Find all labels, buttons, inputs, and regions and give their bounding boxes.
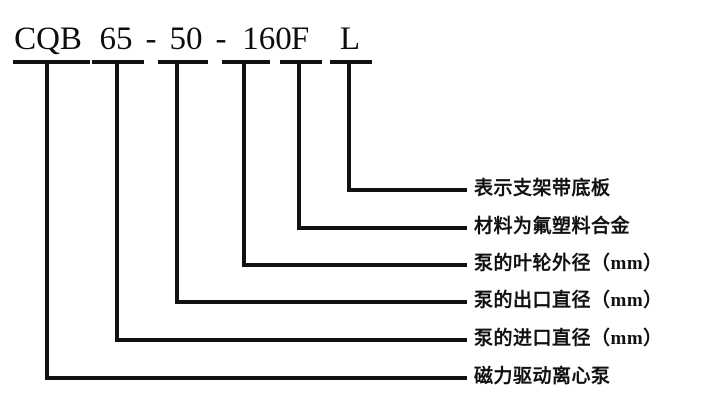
model-separator-2: - — [215, 21, 227, 57]
underline-bar-f — [280, 60, 322, 64]
model-code-row: CQB 65 - 50 - 160 F L — [0, 18, 704, 60]
leader-horizontal-l — [347, 188, 467, 192]
leader-horizontal-f — [297, 226, 467, 230]
model-separator-1: - — [145, 21, 157, 57]
leader-vertical-65 — [115, 60, 119, 342]
leader-vertical-160 — [242, 60, 246, 267]
label-pump-outlet-diameter: 泵的出口直径（mm） — [474, 290, 663, 311]
model-segment-65: 65 — [99, 21, 133, 57]
model-segment-50: 50 — [169, 21, 203, 57]
underline-bar-160 — [222, 60, 270, 64]
leader-horizontal-50 — [175, 300, 467, 304]
model-segment-l: L — [339, 21, 361, 57]
leader-horizontal-cqb — [45, 376, 467, 380]
model-segment-160: 160 — [242, 21, 292, 57]
label-support-with-baseplate: 表示支架带底板 — [474, 178, 611, 199]
underline-bar-cqb — [13, 60, 90, 64]
leader-vertical-cqb — [45, 60, 49, 380]
label-magnetic-drive-centrifugal-pump: 磁力驱动离心泵 — [474, 366, 611, 387]
label-fluoroplastic-alloy-material: 材料为氟塑料合金 — [474, 216, 631, 237]
label-pump-inlet-diameter: 泵的进口直径（mm） — [474, 328, 663, 349]
model-segment-f: F — [290, 21, 310, 57]
underline-bar-l — [330, 60, 372, 64]
label-impeller-outer-diameter: 泵的叶轮外径（mm） — [474, 253, 663, 274]
leader-vertical-f — [297, 60, 301, 230]
model-segment-cqb: CQB — [14, 21, 82, 57]
leader-horizontal-65 — [115, 338, 467, 342]
leader-vertical-50 — [175, 60, 179, 304]
leader-vertical-l — [347, 60, 351, 192]
leader-horizontal-160 — [242, 263, 467, 267]
underline-bar-50 — [158, 60, 208, 64]
